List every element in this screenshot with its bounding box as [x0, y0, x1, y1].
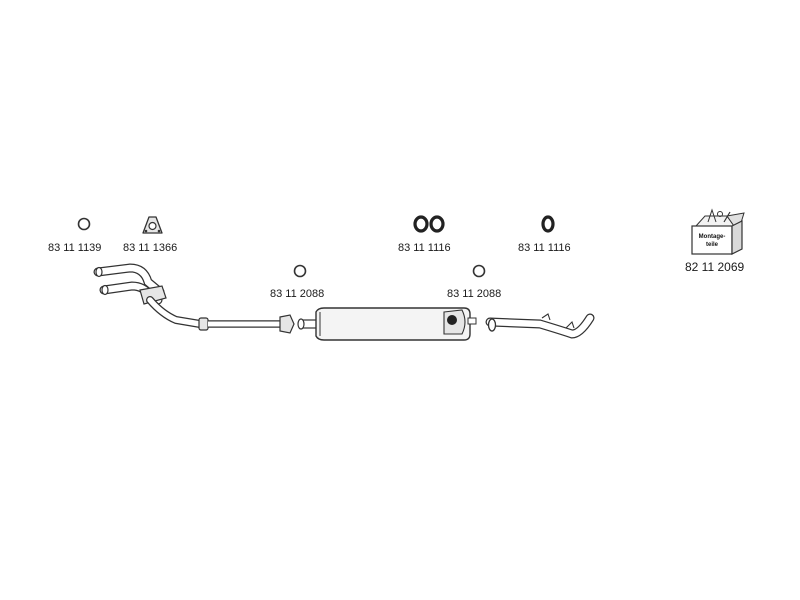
rear-tailpipe [485, 313, 595, 339]
part-number-label: 83 11 2088 [270, 288, 324, 300]
ring-rear-mid-icon [472, 264, 486, 278]
ring-front-mid-icon [293, 264, 307, 278]
part-number-label: 83 11 1116 [398, 242, 451, 254]
ring-small-icon [77, 217, 91, 231]
rubber-hangers-pair-icon [413, 215, 445, 233]
mounting-kit-box-icon: Montage- teile [691, 208, 745, 255]
kit-number-label: 82 11 2069 [685, 260, 744, 274]
front-downpipe-assembly [93, 263, 295, 334]
flange-gasket-icon [142, 216, 163, 234]
kit-box-text-line-2: teile [706, 242, 719, 248]
part-number-label: 83 11 1139 [48, 242, 101, 254]
part-number-label: 83 11 1366 [123, 242, 177, 254]
rubber-hanger-icon [541, 215, 555, 233]
kit-box-text-line-1: Montage- [699, 234, 726, 240]
part-number-label: 83 11 1116 [518, 242, 571, 254]
part-number-label: 83 11 2088 [447, 288, 501, 300]
middle-silencer [297, 307, 477, 341]
